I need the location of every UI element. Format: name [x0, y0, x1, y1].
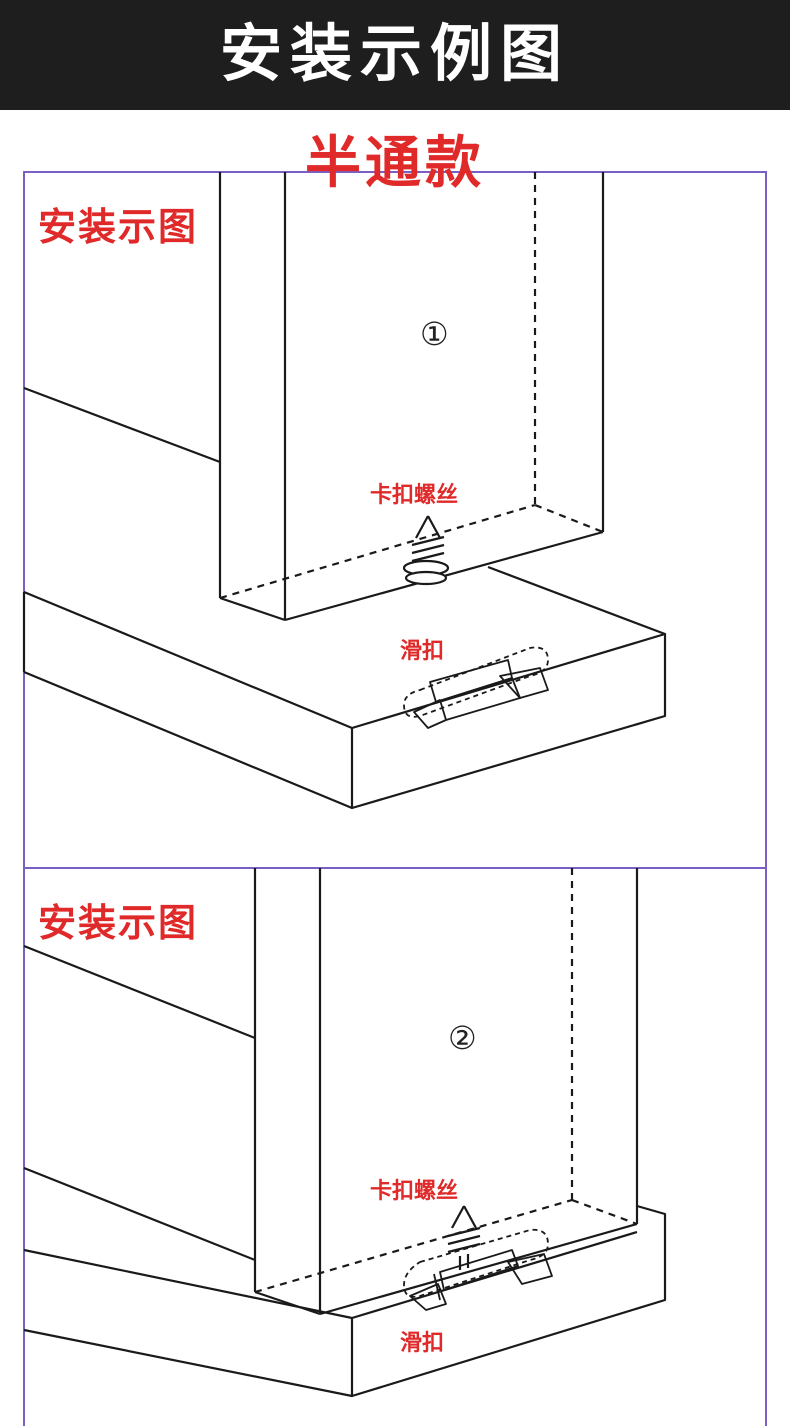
screw-2 [447, 1205, 481, 1270]
panel-frame-2 [23, 867, 767, 1426]
panel-frame-1 [23, 171, 767, 869]
panel-1-slider-label: 滑扣 [400, 639, 445, 664]
product-variant-title: 半通款 [305, 131, 485, 196]
panel-1-number: ① [420, 315, 449, 353]
header-bar: 安装示例图 [0, 0, 790, 110]
panel-2-drawing [23, 868, 667, 1398]
page-title: 安装示例图 [219, 17, 570, 90]
slider-2 [403, 1228, 553, 1311]
panel-2-label: 安装示图 [38, 901, 199, 945]
panel-1-label: 安装示图 [38, 205, 199, 249]
panel-2-slider-label: 滑扣 [400, 1331, 445, 1356]
slider-1 [403, 646, 549, 729]
panel-1-drawing [22, 172, 667, 810]
panel-1-screw-label: 卡扣螺丝 [370, 483, 459, 508]
panel-frames [23, 171, 767, 1426]
panel-2-screw-label: 卡扣螺丝 [370, 1179, 459, 1204]
panel-2-number: ② [448, 1019, 477, 1057]
screw-1 [402, 515, 450, 586]
